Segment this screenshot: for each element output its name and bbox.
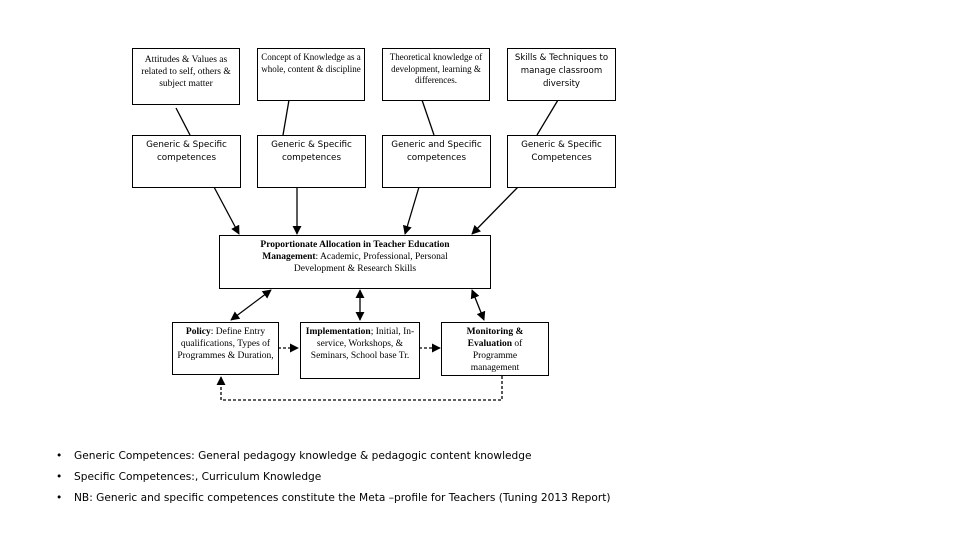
box-text: Policy: Define Entry qualifications, Typ… — [177, 326, 274, 362]
box-text-rest: of Programme management — [470, 339, 523, 373]
box-theoretical-knowledge: Theoretical knowledge of development, le… — [382, 48, 490, 101]
box-proportionate-allocation: Proportionate Allocation in Teacher Educ… — [219, 235, 491, 289]
box-text: Concept of Knowledge as a whole, content… — [261, 52, 361, 74]
bullet-icon: • — [56, 492, 63, 504]
box-text: Implementation; Initial, In-service, Wor… — [305, 326, 415, 362]
center-title: Proportionate Allocation in Teacher Educ… — [260, 240, 450, 250]
box-monitoring-evaluation: Monitoring & Evaluation of Programme man… — [441, 322, 549, 376]
double-arrow — [470, 289, 486, 321]
dashed-feedback-loop — [216, 376, 503, 401]
connector-line — [282, 99, 290, 136]
box-text: Attitudes & Values as related to self, o… — [141, 55, 231, 89]
bullet-item: • Specific Competences:, Curriculum Knowl… — [56, 471, 611, 492]
box-text: Theoretical knowledge of development, le… — [389, 52, 483, 85]
box-text: Monitoring & Evaluation of Programme man… — [458, 326, 532, 374]
box-policy: Policy: Define Entry qualifications, Typ… — [172, 322, 279, 375]
box-text-bold: Monitoring & Evaluation — [466, 327, 524, 349]
bullet-item: • Generic Competences: General pedagogy k… — [56, 450, 611, 471]
box-generic-specific-4: Generic & Specific Competences — [507, 135, 616, 188]
box-concept-of-knowledge: Concept of Knowledge as a whole, content… — [257, 48, 365, 101]
bullet-text: Specific Competences:, Curriculum Knowle… — [74, 471, 322, 483]
bullet-text: Generic Competences: General pedagogy kn… — [74, 450, 532, 462]
bullet-list: • Generic Competences: General pedagogy k… — [56, 450, 611, 513]
bullet-item: • NB: Generic and specific competences co… — [56, 492, 611, 513]
center-subtitle: Management: Academic, Professional, Pers… — [220, 251, 490, 275]
box-text: Skills & Techniques to manage classroom … — [514, 53, 609, 89]
arrow-to-center — [471, 186, 519, 235]
box-text-bold: Policy — [185, 327, 211, 337]
bullet-text: NB: Generic and specific competences con… — [74, 492, 611, 504]
box-generic-specific-1: Generic & Specific competences — [132, 135, 241, 188]
box-skills-techniques: Skills & Techniques to manage classroom … — [507, 48, 616, 101]
box-generic-specific-3: Generic and Specific competences — [382, 135, 491, 188]
box-text: Generic & Specific competences — [271, 140, 352, 163]
box-text: Generic & Specific Competences — [521, 140, 602, 163]
arrow-to-center — [402, 186, 420, 235]
connector-line — [421, 99, 435, 136]
box-text: Generic and Specific competences — [391, 140, 482, 163]
box-text-bold: Implementation — [305, 327, 371, 337]
connector-line — [175, 107, 191, 136]
box-text-rest: ; Initial, In-service, Workshops, & Semi… — [310, 327, 415, 361]
bullet-icon: • — [56, 450, 63, 462]
arrow-to-center — [213, 186, 240, 235]
bullet-icon: • — [56, 471, 63, 483]
box-implementation: Implementation; Initial, In-service, Wor… — [300, 322, 420, 379]
box-text-rest: : Define Entry qualifications, Types of … — [177, 327, 274, 361]
box-generic-specific-2: Generic & Specific competences — [257, 135, 366, 188]
double-arrow — [230, 289, 272, 321]
connector-line — [536, 99, 559, 136]
center-subtitle-rest: : Academic, Professional, Personal Devel… — [293, 252, 448, 274]
box-attitudes-values: Attitudes & Values as related to self, o… — [132, 48, 240, 105]
center-subtitle-bold: Management — [262, 252, 316, 262]
box-text: Generic & Specific competences — [146, 140, 227, 163]
